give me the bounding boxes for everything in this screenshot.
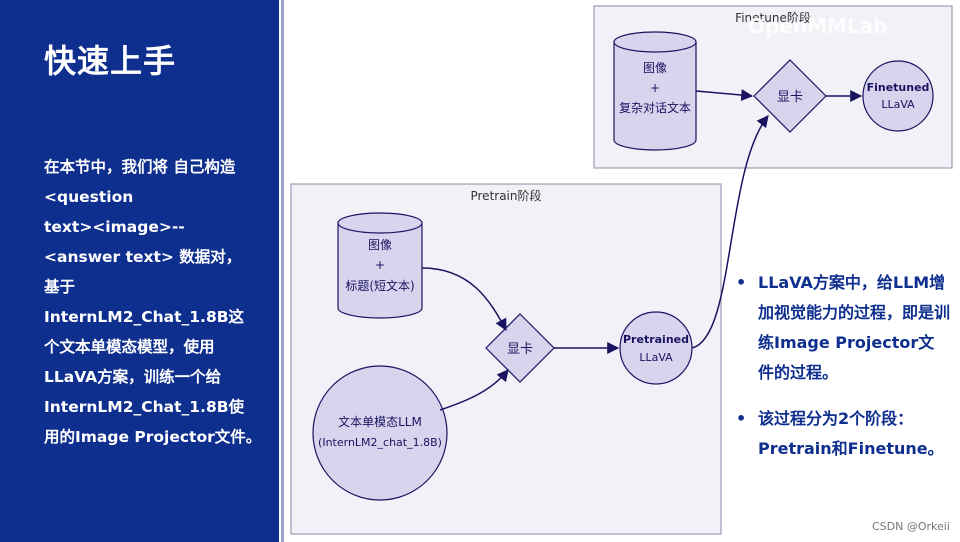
divider	[281, 0, 284, 542]
arrow-pretrained-to-finetune-gpu	[691, 115, 769, 349]
pretrain-data-line3: 标题(短文本)	[345, 278, 414, 293]
finetune-data-cylinder: 图像 + 复杂对话文本	[613, 31, 697, 151]
intro-text: 在本节中，我们将 自己构造 <question text><image>-- <…	[44, 158, 262, 446]
finetune-gpu-label: 显卡	[777, 90, 803, 105]
pretrain-data-line2: +	[375, 258, 385, 272]
finetune-data-line1: 图像	[643, 61, 667, 75]
arrow-finetune-data-to-gpu	[695, 89, 754, 102]
pretrain-data-cylinder: 图像 + 标题(短文本)	[337, 212, 423, 319]
video-overlay-logo: OpenMMLab	[748, 14, 888, 38]
finetune-data-line2: +	[650, 81, 660, 95]
finetune-gpu-diamond: 显卡	[753, 59, 827, 133]
finetuned-llava-node: Finetuned LLaVA	[862, 60, 934, 132]
pretrained-llava-node: Pretrained LLaVA	[619, 311, 693, 385]
pretrain-gpu-label: 显卡	[507, 342, 533, 357]
slide-title: 快速上手	[44, 42, 177, 80]
pretrain-stage-label: Pretrain阶段	[470, 188, 541, 203]
finetune-stage-label: Finetune阶段	[735, 10, 811, 25]
finetuned-line1: Finetuned	[867, 81, 930, 94]
pretrained-line2: LLaVA	[639, 351, 673, 364]
finetune-data-line3: 复杂对话文本	[619, 100, 691, 115]
arrow-data-to-gpu	[421, 267, 507, 332]
watermark: CSDN @Orkeii	[872, 520, 950, 533]
bullet-item: LLaVA方案中，给LLM增加视觉能力的过程，即是训练Image Project…	[736, 268, 950, 388]
left-panel	[0, 0, 279, 542]
pretrain-data-line1: 图像	[368, 238, 392, 252]
pretrained-line1: Pretrained	[623, 333, 689, 346]
bullet-list: LLaVA方案中，给LLM增加视觉能力的过程，即是训练Image Project…	[736, 268, 950, 480]
finetuned-line2: LLaVA	[881, 98, 915, 111]
llm-line2: (InternLM2_chat_1.8B)	[318, 436, 442, 449]
bullet-item: 该过程分为2个阶段：Pretrain和Finetune。	[736, 404, 950, 464]
llm-node: 文本单模态LLM (InternLM2_chat_1.8B)	[312, 365, 448, 501]
arrow-llm-to-gpu	[439, 369, 509, 411]
llm-line1: 文本单模态LLM	[338, 414, 422, 429]
